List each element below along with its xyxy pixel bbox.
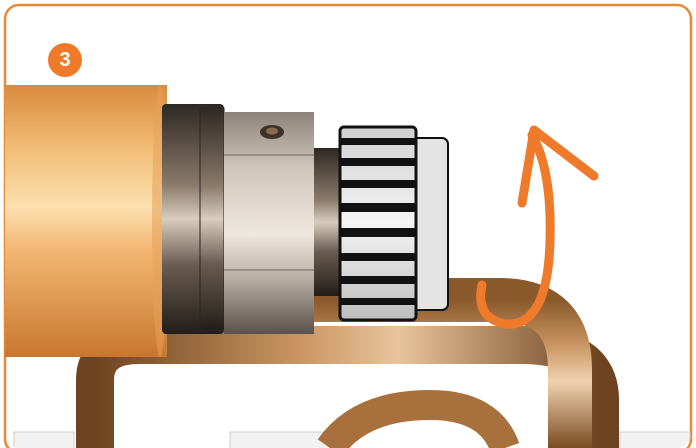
copper-pipe (5, 85, 167, 357)
knurled-cap (340, 127, 416, 320)
step-number-badge: 3 (48, 43, 82, 77)
bottom-clip-mid (230, 432, 330, 448)
bottom-clip-right (620, 432, 690, 448)
bottom-clip-left (14, 432, 74, 448)
valve-body (224, 112, 314, 334)
union-nut-ring (200, 108, 224, 330)
